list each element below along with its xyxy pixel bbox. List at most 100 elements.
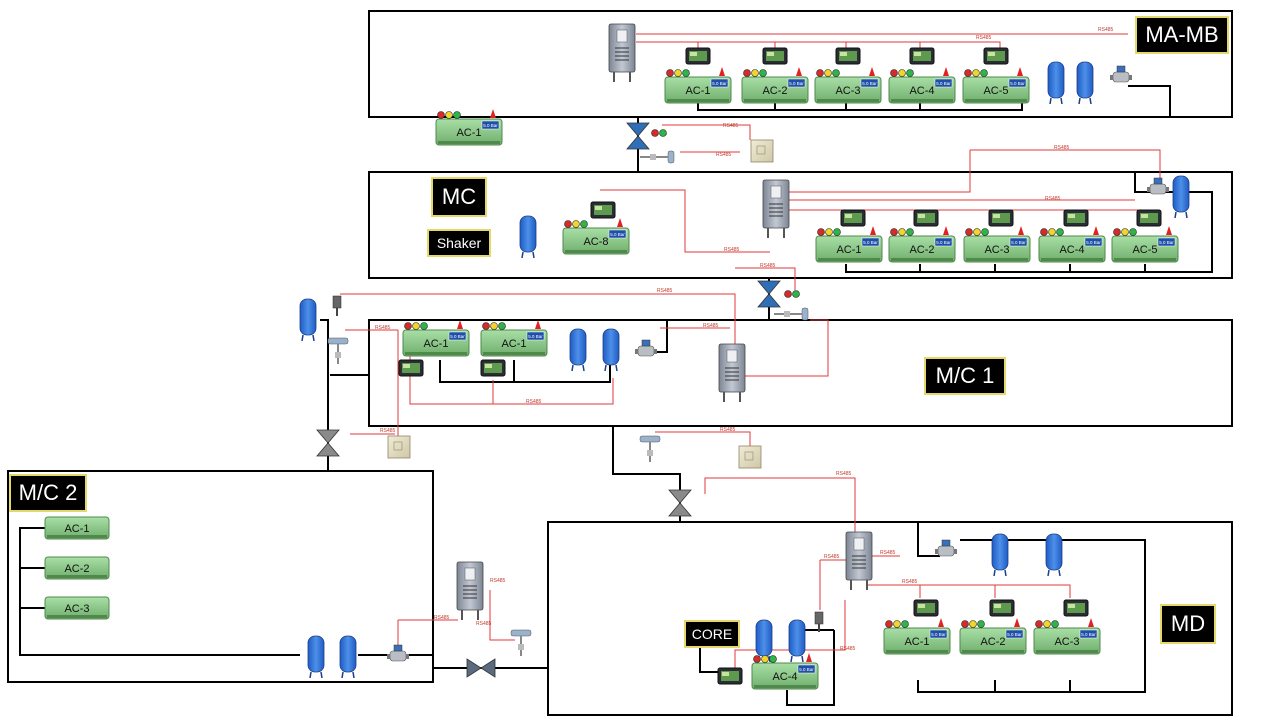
signal-bus-label: RS485 xyxy=(760,263,776,269)
status-light-yellow xyxy=(445,111,453,119)
compressor-label: AC-1 xyxy=(904,636,929,648)
status-light-yellow xyxy=(1048,228,1056,236)
junction-box-icon xyxy=(738,445,762,469)
compressor-label: AC-4 xyxy=(772,671,797,683)
signal-bus-label: RS485 xyxy=(880,550,896,556)
signal-bus-label: RS485 xyxy=(1098,27,1114,33)
status-light-yellow xyxy=(824,69,832,77)
pressure-badge: 5.0 Bar xyxy=(936,240,951,245)
status-light-red xyxy=(404,322,412,330)
pressure-probe-icon xyxy=(774,307,809,321)
signal-tag-layer: RS485RS485RS485RS485RS485RS485RS485RS485… xyxy=(375,27,1114,652)
status-light-red xyxy=(885,620,893,628)
signal-bus-label: RS485 xyxy=(703,323,719,329)
air-tank-icon xyxy=(339,635,357,679)
room-boundaries xyxy=(7,10,1233,716)
status-light-yellow xyxy=(1121,228,1129,236)
status-light-yellow xyxy=(969,620,977,628)
status-light-green xyxy=(833,228,841,236)
compressor-label: AC-3 xyxy=(1054,636,1079,648)
air-tank-icon xyxy=(307,635,325,679)
hmi-screen-icon xyxy=(840,209,866,227)
alarm-beacon-icon xyxy=(869,67,875,76)
pressure-probe-icon xyxy=(510,629,532,656)
room-md xyxy=(547,521,1233,716)
status-light-green xyxy=(901,620,909,628)
status-light-red xyxy=(965,228,973,236)
alarm-beacon-icon xyxy=(938,618,944,627)
signal-bus-label: RS485 xyxy=(657,288,673,294)
hmi-screen-icon xyxy=(480,359,506,377)
pressure-badge: 5.0 Bar xyxy=(1159,240,1174,245)
pressure-badge: 5.0 Bar xyxy=(863,240,878,245)
alarm-beacon-icon xyxy=(943,67,949,76)
status-light-green xyxy=(498,322,506,330)
pressure-sensor-icon xyxy=(814,611,824,632)
alarm-beacon-icon xyxy=(943,226,949,235)
signal-bus-label: RS485 xyxy=(490,578,506,584)
alarm-beacon-icon xyxy=(1093,226,1099,235)
status-light-yellow xyxy=(751,69,759,77)
alarm-beacon-icon xyxy=(1018,226,1024,235)
zone-label-md: MD xyxy=(1160,604,1216,644)
flow-meter-icon xyxy=(1110,65,1132,83)
alarm-beacon-icon xyxy=(1088,618,1094,627)
pressure-badge: 5.0 Bar xyxy=(862,81,877,86)
compressor-label: AC-2 xyxy=(980,636,1005,648)
status-light-red xyxy=(437,111,445,119)
compressor-label: AC-1 xyxy=(501,338,526,350)
signal-bus-label: RS485 xyxy=(902,579,918,585)
compressor-label: AC-1 xyxy=(685,85,710,97)
compressor-label: AC-1 xyxy=(423,338,448,350)
status-light-yellow xyxy=(490,322,498,330)
status-light-red xyxy=(1113,228,1121,236)
alarm-beacon-icon xyxy=(1014,618,1020,627)
signal-bus-label: RS485 xyxy=(434,615,450,621)
status-light-green xyxy=(906,228,914,236)
pressure-probe-icon xyxy=(327,337,349,364)
hmi-screen-icon xyxy=(762,47,788,65)
status-light-green xyxy=(420,322,428,330)
status-light-red xyxy=(890,69,898,77)
compressor-label: AC-5 xyxy=(983,85,1008,97)
compressor-label: AC-2 xyxy=(762,85,787,97)
status-light-yellow xyxy=(973,228,981,236)
alarm-beacon-icon xyxy=(490,109,496,118)
status-light-yellow xyxy=(898,69,906,77)
status-light-yellow xyxy=(761,655,769,663)
signal-bus-label: RS485 xyxy=(716,152,732,158)
alarm-beacon-icon xyxy=(1017,67,1023,76)
compressor-label: AC-3 xyxy=(64,603,89,615)
status-light-green xyxy=(682,69,690,77)
flow-meter-icon xyxy=(387,644,409,662)
hmi-screen-icon xyxy=(913,209,939,227)
zone-label-mc: MC xyxy=(431,177,487,217)
zone-label-mc2: M/C 2 xyxy=(9,474,87,512)
signal-bus-label: RS485 xyxy=(1054,145,1070,151)
compressor-label: AC-1 xyxy=(836,244,861,256)
status-light-pair xyxy=(651,129,667,137)
control-panel-mc xyxy=(762,179,790,238)
hmi-screen-icon xyxy=(1136,209,1162,227)
compressor-label: AC-3 xyxy=(835,85,860,97)
zone-label-mc1: M/C 1 xyxy=(924,357,1006,395)
pressure-badge: 5.0 Bar xyxy=(1081,632,1096,637)
status-light-green xyxy=(1056,228,1064,236)
air-piping xyxy=(19,85,1213,706)
hmi-screen-icon xyxy=(1063,209,1089,227)
status-light-red xyxy=(964,69,972,77)
status-light-green xyxy=(977,620,985,628)
alarm-beacon-icon xyxy=(617,218,623,227)
signal-bus-label: RS485 xyxy=(476,621,492,627)
alarm-beacon-icon xyxy=(535,320,541,329)
valve-md-inlet xyxy=(668,489,692,517)
zone-label-ma-mb: MA-MB xyxy=(1135,16,1229,54)
signal-bus-label: RS485 xyxy=(976,35,992,41)
